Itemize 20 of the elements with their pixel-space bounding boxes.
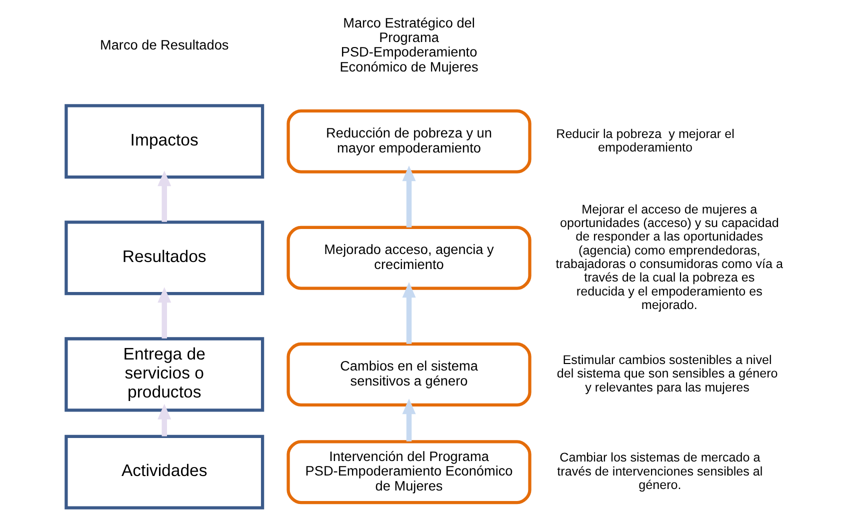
- node-label: Mejorar el acceso de mujeres a oportunidades (acceso) y su capacidad de responder a las oportunidades (agencia) como emprendedoras, trabajadoras o consumidoras como vía a través de la cual la pobreza es reducida y el empoderamiento es mejorado.: [556, 202, 784, 312]
- node-label: Estimular cambios sostenibles a nivel del sistema que son sensibles a género y relevantes para las mujeres: [556, 353, 778, 394]
- node-box: Cambios en el sistema sensitivos a género: [286, 342, 532, 406]
- node-label: Cambiar los sistemas de mercado a través de intervenciones sensibles al género.: [557, 450, 763, 492]
- label: Marco de Resultados: [100, 37, 229, 52]
- node-box: Reducción de pobreza y un mayor empoderamiento: [286, 109, 532, 174]
- node-box: Intervención del Programa PSD-Empoderamiento Económico de Mujeres: [286, 440, 532, 504]
- node-box: Mejorado acceso, agencia y crecimiento: [286, 226, 532, 290]
- arrow: [402, 282, 416, 344]
- arrow: [402, 398, 416, 442]
- node-box: Entrega de servicios o productos: [64, 337, 264, 412]
- arrow: [158, 170, 172, 222]
- node-box: Actividades: [64, 434, 264, 510]
- arrow: [158, 287, 172, 338]
- label: Marco Estratégico del Programa PSD-Empoderamiento Económico de Mujeres: [340, 15, 478, 74]
- node-box: Impactos: [64, 104, 264, 179]
- node-label: Reducir la pobreza y mejorar el empoderamiento: [556, 126, 734, 154]
- arrow: [158, 404, 172, 436]
- node-box: Resultados: [64, 220, 264, 296]
- arrow: [402, 166, 416, 228]
